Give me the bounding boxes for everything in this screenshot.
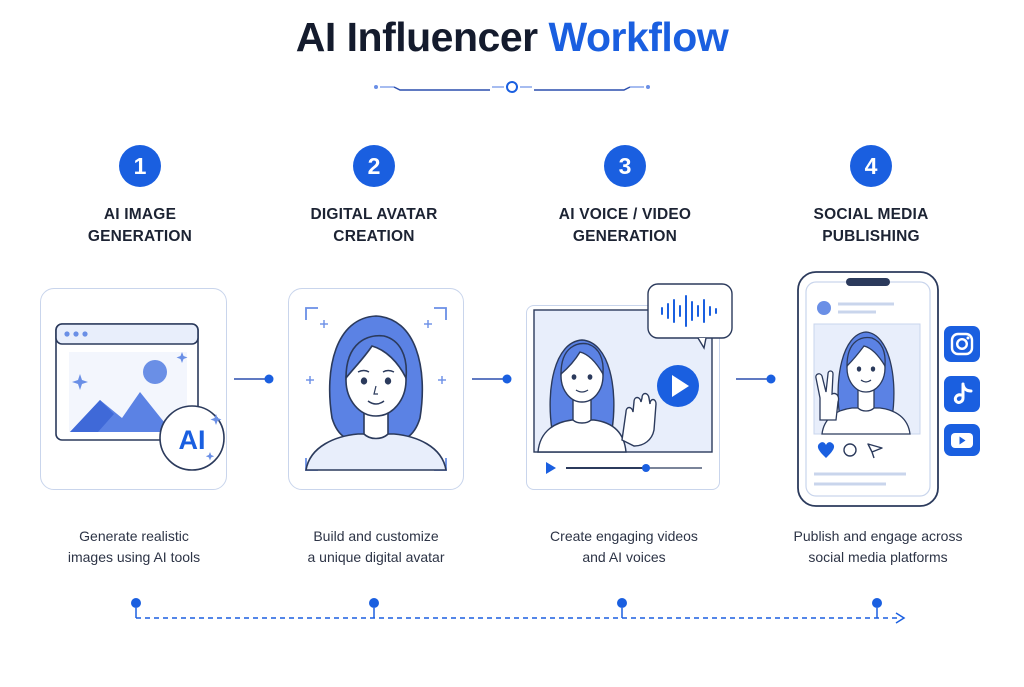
step-2-description: Build and customize a unique digital ava… [256,526,496,568]
step-1-desc-line2: images using AI tools [67,549,201,565]
connector-3-4 [736,374,776,384]
title-divider [374,81,650,93]
tiktok-icon [944,376,980,412]
step-2-title-line1: DIGITAL AVATAR [310,206,438,223]
connector-2-3 [472,374,512,384]
instagram-icon [944,326,980,362]
step-3-title: AI VOICE / VIDEO GENERATION [515,204,735,248]
step-4-description: Publish and engage across social media p… [758,526,998,568]
video-icon [533,283,733,474]
phone-icon [797,271,939,507]
step-3-description: Create engaging videos and AI voices [504,526,744,568]
step-3-title-line1: AI VOICE / VIDEO [558,206,692,223]
step-4-number: 4 [850,145,892,187]
title-main: AI Influencer [295,14,538,60]
step-1-description: Generate realistic images using AI tools [14,526,254,568]
bottom-timeline [131,598,906,624]
title-accent: Workflow [548,14,729,60]
step-1-title: AI IMAGE GENERATION [30,204,250,248]
avatar-icon [305,307,447,471]
connector-1-2 [234,374,274,384]
step-1-number: 1 [119,145,161,187]
step-4-desc-line2: social media platforms [808,549,948,565]
step-3-number: 3 [604,145,646,187]
step-3-desc-line1: Create engaging videos [550,528,698,544]
step-3-desc-line2: and AI voices [582,549,666,565]
step-1-title-line1: AI IMAGE [103,206,177,223]
ai-badge-label: AI [179,425,206,455]
step-2-desc-line2: a unique digital avatar [307,549,445,565]
step-2-title: DIGITAL AVATAR CREATION [264,204,484,248]
step-2-number: 2 [353,145,395,187]
step-1-desc-line1: Generate realistic [79,528,189,544]
step-1-title-line2: GENERATION [87,228,193,245]
step-2-title-line2: CREATION [333,228,415,245]
step-2-desc-line1: Build and customize [313,528,439,544]
step-4-title: SOCIAL MEDIA PUBLISHING [761,204,981,248]
step-3-title-line2: GENERATION [572,228,678,245]
youtube-icon [944,424,980,456]
step-4-title-line1: SOCIAL MEDIA [813,206,929,223]
step-4-desc-line1: Publish and engage across [793,528,963,544]
step-4-title-line2: PUBLISHING [822,228,920,245]
image-generation-icon: AI [55,323,225,471]
page-title: AI Influencer Workflow [0,14,1024,61]
